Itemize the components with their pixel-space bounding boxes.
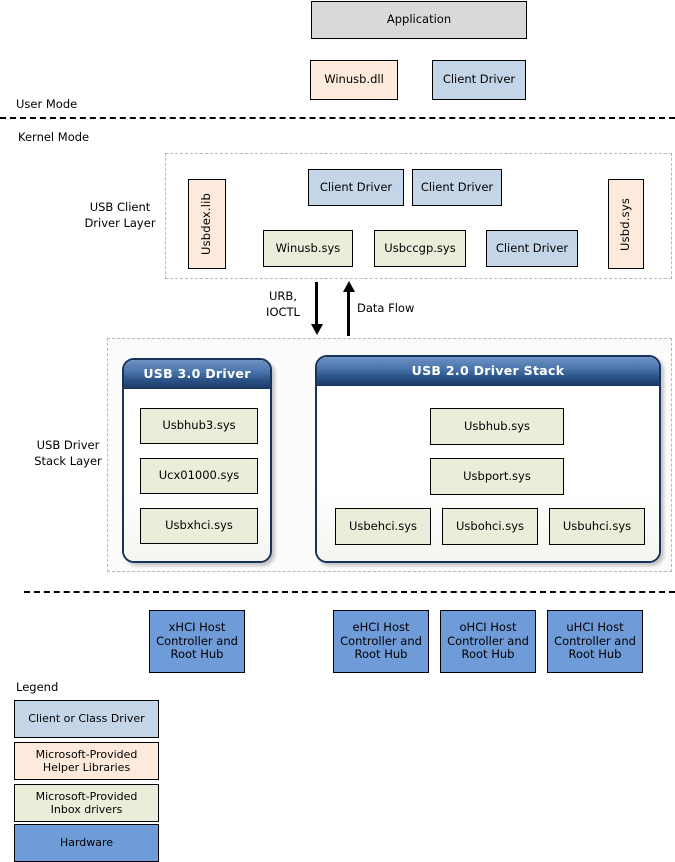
user-kernel-separator	[0, 117, 675, 119]
usb3-driver-stack-body: Usbhub3.sys Ucx01000.sys Usbxhci.sys	[124, 389, 270, 561]
client-driver-box-2[interactable]: Client Driver	[412, 169, 502, 206]
user-mode-label: User Mode	[16, 97, 78, 111]
usbhub-sys-box[interactable]: Usbhub.sys	[430, 408, 564, 445]
urb-ioctl-label: URB, IOCTL	[266, 289, 300, 319]
legend-item-hardware: Hardware	[14, 824, 159, 862]
client-driver-layer-container	[165, 153, 672, 279]
user-client-driver-box[interactable]: Client Driver	[432, 60, 526, 100]
ucx01000-sys-box[interactable]: Ucx01000.sys	[140, 458, 258, 494]
ohci-host-controller-box[interactable]: oHCI Host Controller and Root Hub	[440, 610, 536, 673]
legend-title: Legend	[16, 680, 59, 694]
usbuhci-sys-box[interactable]: Usbuhci.sys	[549, 508, 645, 545]
usbxhci-sys-box[interactable]: Usbxhci.sys	[140, 508, 258, 544]
data-flow-label: Data Flow	[357, 301, 415, 315]
usbehci-sys-box[interactable]: Usbehci.sys	[335, 508, 431, 545]
usbhub3-sys-box[interactable]: Usbhub3.sys	[140, 408, 258, 444]
legend-item-inbox-drivers: Microsoft-Provided Inbox drivers	[14, 784, 159, 822]
winusb-dll-box[interactable]: Winusb.dll	[310, 60, 398, 100]
usbdex-lib-box[interactable]: Usbdex.lib	[188, 179, 226, 269]
kernel-hardware-separator	[24, 591, 675, 593]
legend-item-helper-libraries: Microsoft-Provided Helper Libraries	[14, 742, 159, 780]
usb2-driver-stack-title: USB 2.0 Driver Stack	[317, 357, 659, 386]
legend-item-client-or-class-driver: Client or Class Driver	[14, 700, 159, 738]
usb3-driver-stack-title: USB 3.0 Driver Stack	[124, 360, 270, 409]
winusb-sys-box[interactable]: Winusb.sys	[263, 230, 353, 267]
client-driver-layer-label: USB Client Driver Layer	[84, 200, 156, 230]
driver-stack-layer-label: USB Driver Stack Layer	[34, 438, 102, 468]
urb-ioctl-arrow-shaft	[315, 282, 318, 326]
usbohci-sys-box[interactable]: Usbohci.sys	[442, 508, 538, 545]
usbccgp-sys-box[interactable]: Usbccgp.sys	[374, 230, 466, 267]
usb2-driver-stack-body: Usbhub.sys Usbport.sys Usbehci.sys Usboh…	[317, 386, 659, 561]
usbport-sys-box[interactable]: Usbport.sys	[430, 458, 564, 495]
client-driver-box-1[interactable]: Client Driver	[308, 169, 404, 206]
uhci-host-controller-box[interactable]: uHCI Host Controller and Root Hub	[547, 610, 643, 673]
ehci-host-controller-box[interactable]: eHCI Host Controller and Root Hub	[333, 610, 429, 673]
data-flow-arrow-head	[343, 281, 355, 292]
application-box[interactable]: Application	[311, 1, 527, 39]
xhci-host-controller-box[interactable]: xHCI Host Controller and Root Hub	[149, 610, 245, 673]
usbd-sys-box[interactable]: Usbd.sys	[608, 179, 644, 269]
usb3-driver-stack-panel[interactable]: USB 3.0 Driver Stack Usbhub3.sys Ucx0100…	[122, 358, 272, 563]
data-flow-arrow-shaft	[347, 292, 350, 336]
usb2-driver-stack-panel[interactable]: USB 2.0 Driver Stack Usbhub.sys Usbport.…	[315, 355, 661, 563]
urb-ioctl-arrow-head	[311, 324, 323, 335]
client-driver-box-3[interactable]: Client Driver	[486, 230, 578, 267]
kernel-mode-label: Kernel Mode	[18, 130, 90, 144]
